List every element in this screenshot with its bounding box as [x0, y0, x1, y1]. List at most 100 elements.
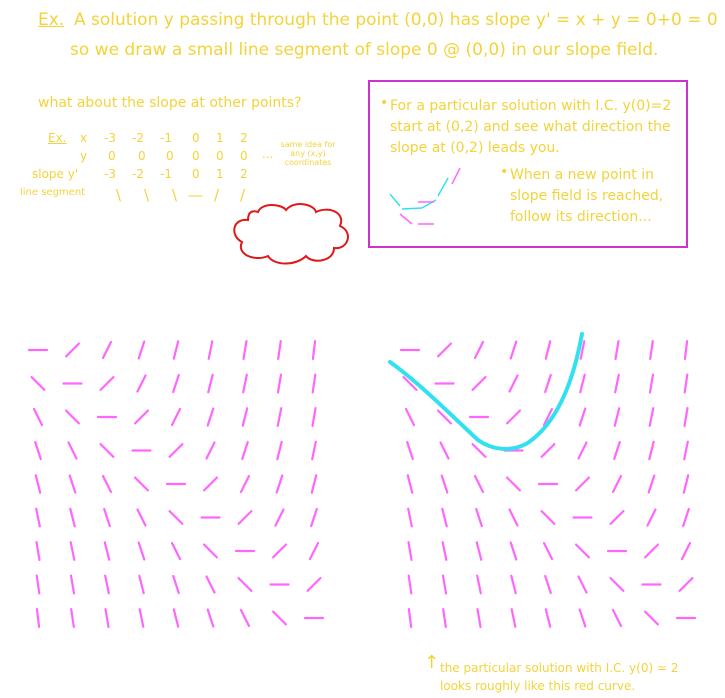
slope-segment — [136, 508, 147, 527]
slope-segment — [544, 574, 552, 595]
slope-segment — [99, 443, 115, 458]
table-cell: \ — [116, 186, 122, 204]
table-cell: -3 — [104, 167, 116, 181]
slope-segment — [579, 340, 586, 360]
slope-segment — [609, 510, 625, 526]
table-y-label: y — [80, 149, 88, 163]
slope-segment — [614, 373, 620, 394]
slope-segment — [310, 474, 318, 494]
slope-segment — [578, 407, 587, 427]
slope-segment — [104, 574, 110, 595]
bullet-dot-1: • — [380, 95, 389, 111]
slope-segment — [540, 443, 556, 458]
slope-segment — [437, 409, 452, 425]
slope-segment — [506, 409, 522, 425]
table-cell: 0 — [216, 149, 224, 163]
table-cell: \ — [172, 186, 178, 204]
slope-segment — [137, 541, 146, 561]
slope-segment — [205, 441, 216, 460]
slope-segment — [506, 476, 522, 492]
slope-segment — [101, 474, 113, 494]
slope-segment — [172, 608, 180, 628]
slope-segment — [473, 474, 485, 494]
box-bullet-2: When a new point in slope field is reach… — [510, 167, 664, 225]
slope-segment — [643, 610, 660, 626]
slope-segment — [35, 607, 41, 629]
slope-segment — [68, 474, 77, 494]
slope-segment — [614, 340, 620, 360]
table-side-note: same idea for any (x,y) coordinates — [280, 140, 336, 167]
slope-segment — [64, 342, 81, 358]
box-bullet-1: For a particular solution with I.C. y(0)… — [390, 98, 672, 156]
slope-segment — [272, 610, 287, 626]
table-cell: \ — [144, 186, 150, 204]
table-x-label: x — [80, 131, 88, 145]
table-cell: 0 — [240, 149, 248, 163]
slope-segment — [683, 373, 689, 394]
slope-segment — [242, 373, 248, 394]
table-cell: 2 — [240, 167, 248, 181]
slope-segment — [136, 374, 147, 393]
slope-segment — [274, 508, 285, 527]
table-cell: 2 — [240, 131, 248, 145]
slope-segment — [406, 440, 414, 461]
slope-segment — [509, 541, 518, 561]
caption-line-2: looks roughly like this red curve. — [440, 679, 636, 693]
slope-segment — [407, 574, 413, 595]
slope-segment — [35, 507, 41, 528]
table-cell: -3 — [104, 131, 116, 145]
slope-segment — [439, 441, 450, 460]
slope-segment — [609, 576, 625, 593]
slope-segment — [99, 376, 115, 391]
slope-segment — [406, 474, 414, 494]
heading-line-1: A solution y passing through the point (… — [74, 10, 718, 30]
slope-segment — [207, 373, 214, 394]
slope-segment — [308, 541, 320, 561]
slope-segment — [471, 443, 487, 458]
slope-segment — [441, 574, 448, 595]
slope-segment — [683, 340, 689, 360]
slope-segment — [34, 474, 42, 494]
slope-segment — [311, 373, 317, 394]
slope-segment — [407, 540, 413, 562]
slope-segment — [34, 440, 42, 461]
slope-segment — [648, 440, 655, 461]
slope-segment — [441, 507, 448, 528]
slope-segment — [440, 474, 449, 494]
table-cell: 0 — [192, 149, 200, 163]
box-sketch — [389, 167, 461, 225]
sketch-curve-seg — [389, 193, 401, 207]
question-text: what about the slope at other points? — [38, 95, 302, 111]
particular-solution-box: • For a particular solution with I.C. y(… — [368, 80, 688, 248]
slope-segment — [310, 507, 318, 528]
slope-segment — [574, 476, 591, 492]
table-cell: -2 — [132, 167, 144, 181]
slope-segment — [207, 340, 214, 360]
slope-segment — [476, 607, 482, 629]
slope-segment — [540, 510, 556, 526]
table-segment-label: line segment — [20, 187, 86, 198]
slope-segment — [649, 340, 654, 360]
slope-segment — [237, 510, 253, 526]
slope-segment — [404, 407, 416, 427]
slope-segment — [647, 474, 656, 494]
slope-segment — [311, 440, 317, 461]
slope-segment — [579, 373, 586, 394]
slope-segment — [476, 574, 482, 595]
table-cell: 0 — [166, 149, 174, 163]
slope-segment — [646, 508, 657, 527]
slope-segment — [471, 376, 487, 391]
sketch-slope-seg — [451, 167, 461, 185]
slope-segment — [648, 407, 655, 427]
slope-segment — [35, 574, 41, 595]
slope-segment — [311, 407, 317, 427]
slope-segment — [172, 373, 180, 394]
slope-segment — [276, 440, 283, 461]
slope-segment — [168, 443, 184, 458]
slope-segment — [682, 474, 690, 494]
slope-segment — [203, 476, 218, 492]
slope-segment — [473, 340, 485, 360]
table-slope-label: slope y' — [32, 167, 79, 181]
